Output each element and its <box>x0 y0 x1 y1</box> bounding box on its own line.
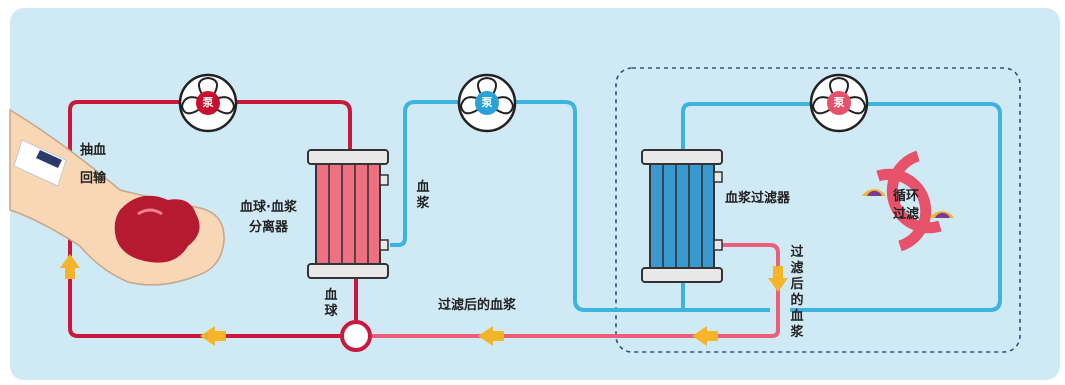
pump-2-label: 泵 <box>481 96 493 109</box>
filter-loop-line <box>681 102 1002 312</box>
circulation-ring-icon <box>862 150 954 252</box>
pump-3-label: 泵 <box>833 96 845 109</box>
flow-arrow-left-3 <box>692 326 718 346</box>
pump-3 <box>809 73 869 133</box>
separator-label: 血球·血浆 分离器 <box>240 200 297 235</box>
filtered-plasma-label: 过滤后的血浆 <box>438 298 517 313</box>
draw-blood-label: 抽血 <box>80 143 107 158</box>
plasma-filter <box>641 149 723 283</box>
filter-section-dashed-box <box>615 67 1021 353</box>
arm-illustration <box>9 108 225 286</box>
flow-arrow-left-2 <box>478 326 504 346</box>
plasma-filter-label: 血浆过滤器 <box>725 191 791 206</box>
pump-1 <box>178 73 238 133</box>
blood-return-line <box>68 180 340 338</box>
junction-valve <box>340 320 372 352</box>
circulation-filter-label: 循环 过滤 <box>893 189 920 222</box>
flow-arrow-down <box>768 266 788 292</box>
blood-cells-label: 血球 <box>324 288 338 319</box>
flow-arrow-left-1 <box>200 326 226 346</box>
pump-1-label: 泵 <box>202 96 214 109</box>
flow-arrow-up-1 <box>60 254 80 279</box>
plasma-label: 血浆 <box>416 180 430 211</box>
return-blood-label: 回输 <box>80 171 107 186</box>
filtered-plasma-vertical-label: 过滤后的血浆 <box>790 245 804 340</box>
pump-2 <box>457 73 517 133</box>
blood-separator <box>307 149 389 279</box>
